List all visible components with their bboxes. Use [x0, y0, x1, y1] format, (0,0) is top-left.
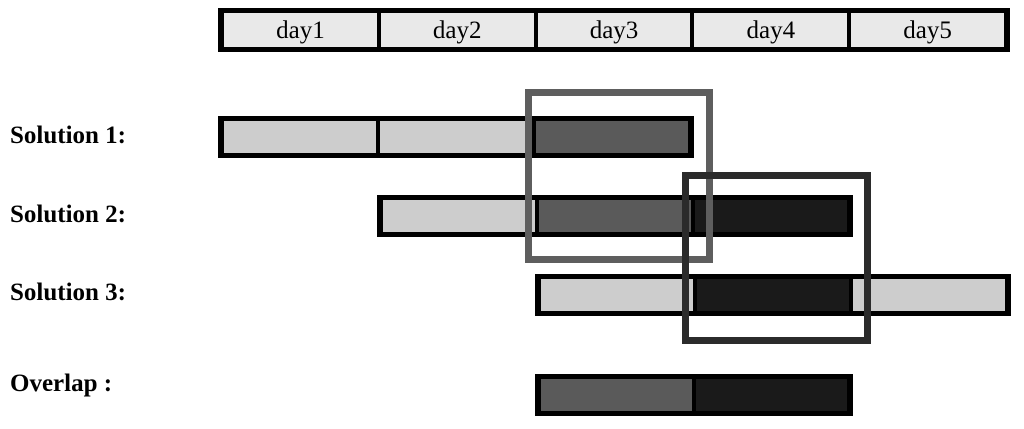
overlap-segment-day3 [541, 379, 692, 411]
solution-1-bar [218, 116, 694, 158]
day-cell-5: day5 [851, 13, 1004, 47]
day-header-table: day1 day2 day3 day4 day5 [218, 8, 1010, 52]
day-cell-1: day1 [224, 13, 377, 47]
solution-3-segment-day4 [697, 279, 849, 311]
solution-1-segment-day1 [224, 121, 376, 153]
overlap-box-day4 [682, 172, 871, 344]
solution-2-bar [377, 195, 853, 237]
overlap-segment-day4 [696, 379, 847, 411]
overlap-bar [535, 374, 853, 416]
row-label-overlap: Overlap : [10, 370, 113, 397]
solution-3-segment-day3 [541, 279, 693, 311]
solution-1-segment-day2 [380, 121, 532, 153]
solution-2-segment-day3 [539, 200, 691, 232]
row-label-solution-3: Solution 3: [10, 279, 127, 306]
row-label-solution-2: Solution 2: [10, 201, 127, 228]
solution-2-segment-day4 [695, 200, 847, 232]
day-cell-3: day3 [537, 13, 691, 47]
solution-3-bar [535, 274, 1011, 316]
solution-1-segment-day3 [536, 121, 688, 153]
day-cell-2: day2 [380, 13, 534, 47]
solution-2-segment-day2 [383, 200, 535, 232]
day-cell-4: day4 [694, 13, 848, 47]
solution-3-segment-day5 [853, 279, 1005, 311]
row-label-solution-1: Solution 1: [10, 122, 127, 149]
